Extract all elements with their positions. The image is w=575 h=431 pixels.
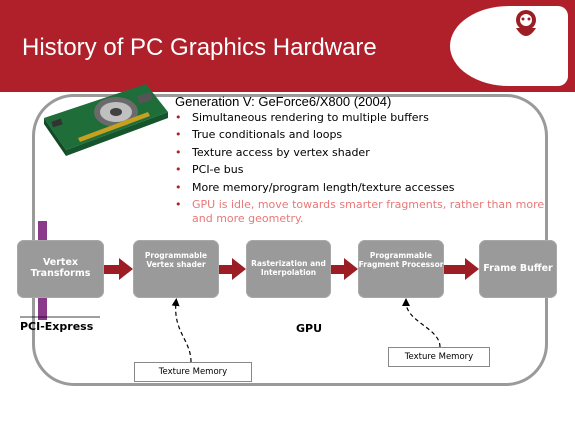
pci-express-label: PCI-Express <box>20 320 94 333</box>
pci-bus-bar-top <box>38 221 47 240</box>
flow-arrow-4 <box>444 258 479 280</box>
header-bar: History of PC Graphics Hardware <box>0 0 575 92</box>
flow-arrow-2 <box>219 258 246 280</box>
stage-label: Vertex Transforms <box>30 257 91 279</box>
list-item-emphasis: • GPU is idle, move towards smarter fragm… <box>172 198 552 226</box>
bullet-icon: • <box>175 145 182 159</box>
pci-bus-bar-bottom <box>38 298 47 320</box>
memory-link-2 <box>402 298 441 348</box>
slide-title: History of PC Graphics Hardware <box>22 34 377 61</box>
bullet-text: GPU is idle, move towards smarter fragme… <box>192 197 545 225</box>
flow-arrow-3 <box>331 258 358 280</box>
stage-rasterization: Rasterization and Interpolation <box>246 240 331 298</box>
stage-frame-buffer: Frame Buffer <box>479 240 557 298</box>
texture-memory-box: Texture Memory <box>134 362 252 382</box>
list-item: • PCI-e bus <box>172 163 552 177</box>
stage-label: Programmable Vertex shader <box>144 251 208 269</box>
feature-list: • Simultaneous rendering to multiple buff… <box>172 111 552 229</box>
logo-background <box>450 6 568 86</box>
stage-vertex-shader: Programmable Vertex shader <box>133 240 219 298</box>
generation-title: Generation V: GeForce6/X800 (2004) <box>175 94 392 109</box>
stage-label: Programmable Fragment Processor <box>358 251 444 269</box>
flow-arrow-1 <box>104 258 133 280</box>
bullet-icon: • <box>175 180 182 194</box>
brutus-mascot-icon <box>516 10 536 36</box>
bullet-text: Simultaneous rendering to multiple buffe… <box>192 111 429 124</box>
list-item: • Texture access by vertex shader <box>172 146 552 160</box>
gpu-label: GPU <box>296 322 323 335</box>
list-item: • Simultaneous rendering to multiple buff… <box>172 111 552 125</box>
stage-label: Rasterization and Interpolation <box>251 259 326 277</box>
bullet-text: Texture access by vertex shader <box>192 145 370 159</box>
list-item: • More memory/program length/texture acce… <box>172 181 552 195</box>
stage-vertex-transforms: Vertex Transforms <box>17 240 104 298</box>
bullet-icon: • <box>175 128 182 142</box>
bullet-text: PCI-e bus <box>192 163 244 177</box>
graphics-card-image <box>44 84 168 156</box>
bullet-icon: • <box>175 197 182 211</box>
bullet-icon: • <box>175 163 182 177</box>
bullet-icon: • <box>175 111 182 124</box>
bullet-text: True conditionals and loops <box>192 128 343 142</box>
bullet-text: More memory/program length/texture acces… <box>192 180 455 194</box>
memory-link-1 <box>171 298 192 363</box>
stage-fragment-processor: Programmable Fragment Processor <box>358 240 444 298</box>
list-item: • True conditionals and loops <box>172 128 552 142</box>
stage-label: Frame Buffer <box>483 262 553 274</box>
texture-memory-box: Texture Memory <box>388 347 490 367</box>
